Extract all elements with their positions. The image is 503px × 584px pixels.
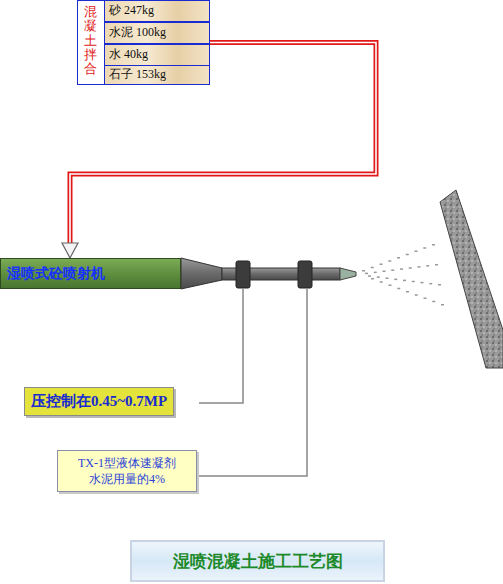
node-label: 压控制在0.45~0.7MP: [31, 392, 167, 411]
callout-box: TX-1型液体速凝剂 水泥用量的4%: [57, 450, 197, 492]
tunnel-wall: [440, 190, 503, 368]
node-label: 砂 247kg: [109, 2, 154, 19]
mix-table: 混凝土拌合砂 247kg 水泥 100kg 水 40kg 石子 153kg: [77, 0, 209, 85]
caption: 湿喷混凝土施工工艺图: [173, 550, 343, 573]
spray-dots: [362, 244, 444, 306]
table-cell: 水 40kg: [104, 44, 210, 66]
node-label: TX-1型液体速凝剂 水泥用量的4%: [66, 455, 188, 487]
nozzle-cone: [181, 258, 222, 289]
caption-box: 湿喷混凝土施工工艺图: [130, 540, 385, 582]
machine-body: 湿喷式砼喷射机: [0, 258, 181, 289]
vertical-heading: 混凝土拌合: [84, 5, 97, 76]
node-label: 湿喷式砼喷射机: [7, 265, 105, 283]
leader-line: [199, 289, 307, 476]
spray-nozzle: [340, 268, 356, 280]
feed-line: [62, 43, 376, 259]
table-cell: 砂 247kg: [104, 0, 210, 22]
callout-box: 压控制在0.45~0.7MP: [24, 387, 174, 416]
leader-line: [199, 289, 243, 403]
node-label: 石子 153kg: [109, 66, 166, 83]
table-cell: 水泥 100kg: [104, 22, 210, 44]
additive-fitting: [298, 261, 312, 288]
node-label: 水泥 100kg: [109, 24, 166, 41]
table-cell: 石子 153kg: [104, 65, 210, 85]
pressure-fitting: [236, 261, 250, 288]
node-label: 水 40kg: [109, 46, 148, 63]
